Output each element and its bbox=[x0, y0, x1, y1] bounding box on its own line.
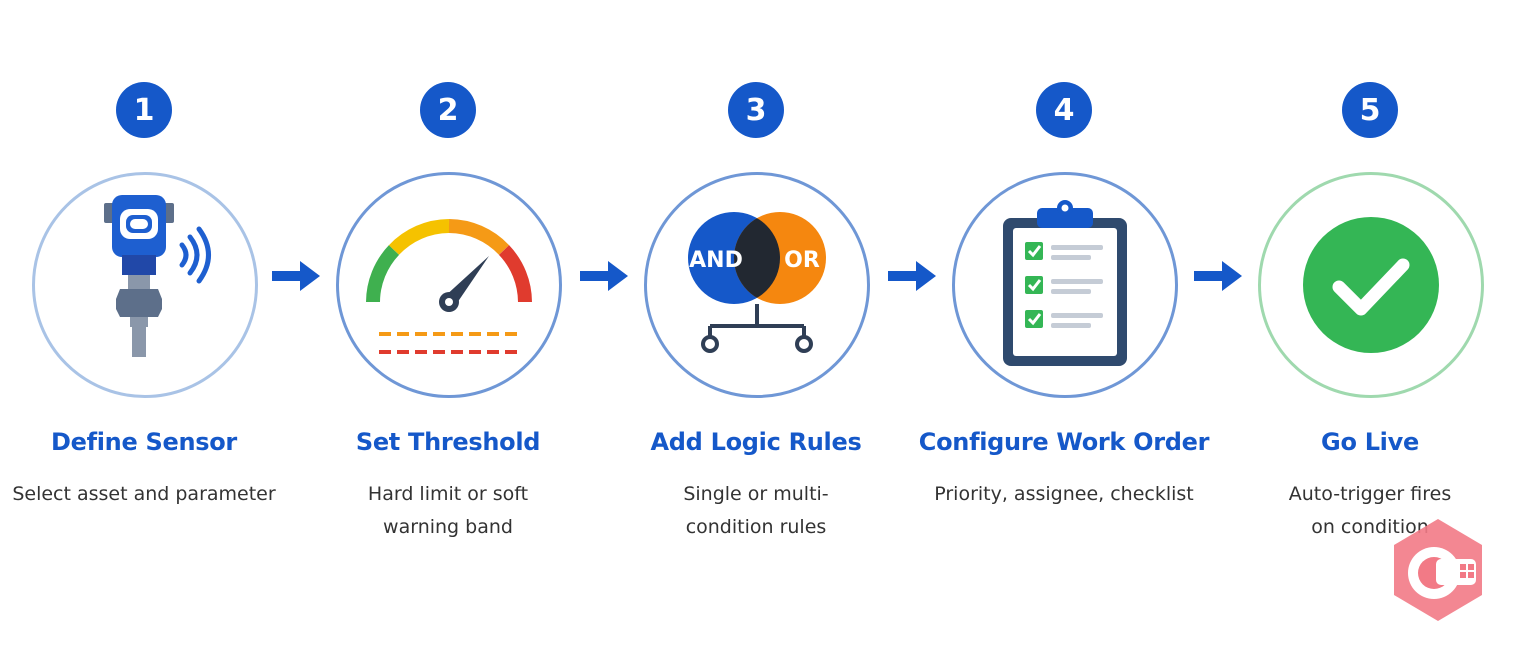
arrow-right-icon bbox=[886, 258, 938, 294]
description-line: Select asset and parameter bbox=[12, 483, 276, 505]
description-line: Single or multi- bbox=[683, 483, 829, 505]
watermark-logo-icon bbox=[1386, 515, 1490, 627]
arrow-right-icon bbox=[578, 258, 630, 294]
step-icon-ring: AND OR bbox=[644, 172, 870, 398]
description-line: warning band bbox=[383, 516, 513, 538]
step-title: Set Threshold bbox=[355, 428, 541, 456]
checkmark-circle-icon bbox=[1303, 217, 1439, 353]
step-description: Auto-trigger fires on condition bbox=[1220, 478, 1520, 544]
step-number-badge: 5 bbox=[1342, 82, 1398, 138]
pressure-sensor-icon bbox=[104, 195, 211, 357]
arrow-right-icon bbox=[270, 258, 322, 294]
step-title: Add Logic Rules bbox=[650, 428, 862, 456]
step-icon-ring bbox=[32, 172, 258, 398]
and-or-venn-icon: AND OR bbox=[688, 212, 826, 353]
step-number-badge: 1 bbox=[116, 82, 172, 138]
step-description: Select asset and parameter bbox=[0, 478, 294, 511]
description-line: condition rules bbox=[685, 516, 827, 538]
step-icon-ring bbox=[336, 172, 562, 398]
description-line: Hard limit or soft bbox=[367, 483, 529, 505]
description-line: Priority, assignee, checklist bbox=[934, 483, 1194, 505]
description-line: Auto-trigger fires bbox=[1288, 483, 1452, 505]
step-title: Go Live bbox=[1321, 428, 1419, 456]
description-line: on condition bbox=[1311, 516, 1429, 538]
step-description: Priority, assignee, checklist bbox=[914, 478, 1214, 511]
step-title: Define Sensor bbox=[51, 428, 237, 456]
step-number-badge: 4 bbox=[1036, 82, 1092, 138]
arrow-right-icon bbox=[1192, 258, 1244, 294]
step-number-badge: 2 bbox=[420, 82, 476, 138]
venn-or-label: OR bbox=[784, 248, 820, 273]
step-description: Single or multi- condition rules bbox=[606, 478, 906, 544]
gauge-icon bbox=[366, 219, 532, 354]
step-description: Hard limit or soft warning band bbox=[298, 478, 598, 544]
step-number-badge: 3 bbox=[728, 82, 784, 138]
venn-and-label: AND bbox=[689, 248, 743, 273]
step-icon-ring bbox=[952, 172, 1178, 398]
clipboard-checklist-icon bbox=[1003, 200, 1127, 366]
step-title: Configure Work Order bbox=[918, 428, 1210, 456]
step-icon-ring bbox=[1258, 172, 1484, 398]
